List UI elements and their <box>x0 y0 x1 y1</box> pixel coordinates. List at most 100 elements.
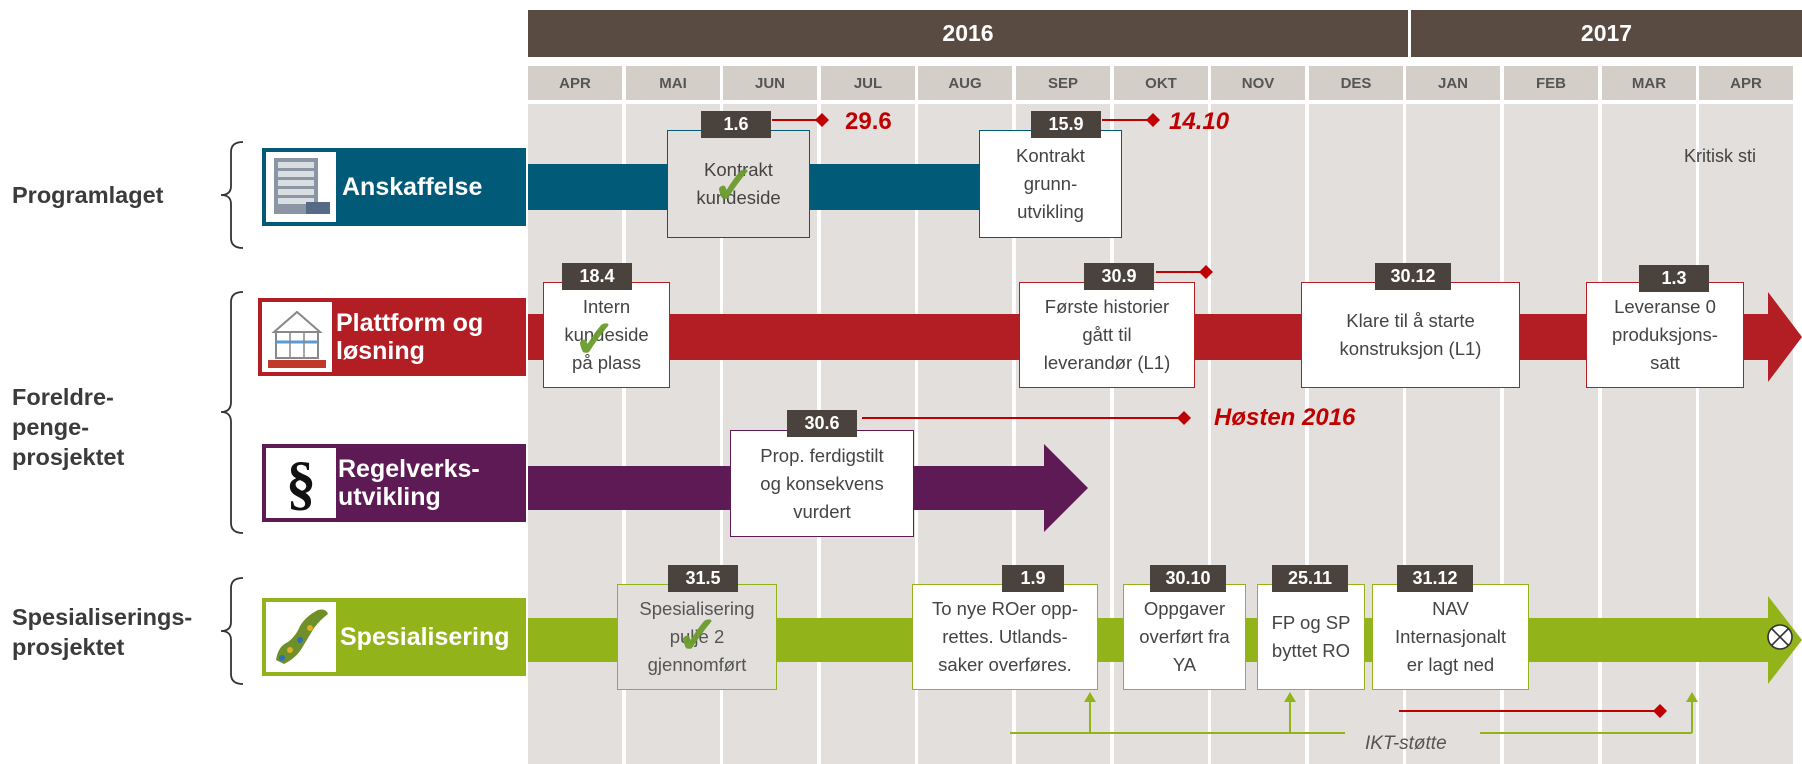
group-label-spesialisering: Spesialiserings- prosjektet <box>12 602 192 662</box>
group-label-line: penge- <box>12 414 90 440</box>
month-header: DES <box>1309 66 1403 100</box>
check-icon: ✓ <box>573 311 617 369</box>
deadline-text: Høsten 2016 <box>1214 404 1356 431</box>
deadline-text: 14.10 <box>1169 108 1230 135</box>
check-icon: ✓ <box>676 607 720 665</box>
milestone-line: FP og SP <box>1271 612 1351 633</box>
milestone-line: kundeside <box>564 324 649 345</box>
end-marker-icon <box>1767 624 1793 650</box>
platform-icon <box>262 302 332 372</box>
month-header: OKT <box>1114 66 1208 100</box>
group-label-line: Spesialiserings- <box>12 604 193 630</box>
month-header: NOV <box>1211 66 1305 100</box>
milestone-line: To nye ROer opp- <box>931 598 1078 619</box>
group-label-foreldrepenge: Foreldre- penge- prosjektet <box>12 382 124 472</box>
track-label-plattform: Plattform og løsning <box>258 298 526 376</box>
date-tag: 30.6 <box>787 410 857 437</box>
milestone-box: Kontrakt grunn-utvikling <box>979 130 1122 238</box>
norway-map-icon <box>266 602 336 672</box>
check-icon: ✓ <box>712 157 756 215</box>
month-header: FEB <box>1504 66 1598 100</box>
track-label-text: Anskaffelse <box>342 172 483 201</box>
milestone-line: gjennomført <box>647 654 747 675</box>
date-tag: 31.12 <box>1397 565 1473 592</box>
milestone-line: Kontrakt <box>704 159 773 180</box>
brace-spesialisering <box>220 577 244 685</box>
month-header: APR <box>1699 66 1793 100</box>
group-label-line: prosjektet <box>12 634 125 660</box>
brace-foreldrepenge <box>220 291 244 534</box>
date-tag: 1.9 <box>1002 565 1064 592</box>
milestone-line: produksjons- <box>1612 324 1718 345</box>
month-header: MAI <box>626 66 720 100</box>
group-label-programlaget: Programlaget <box>12 182 164 208</box>
paragraph-icon: § <box>266 448 336 518</box>
milestone-line: grunn- <box>1023 173 1078 194</box>
milestone-line: Oppgaver <box>1143 598 1226 619</box>
milestone-line: Kontrakt <box>1016 145 1085 166</box>
month-header: JAN <box>1406 66 1500 100</box>
track-label-text: Regelverks- <box>338 455 480 483</box>
milestone-line: overført fra <box>1139 626 1230 647</box>
milestone-box: To nye ROer opp-rettes. Utlands-saker ov… <box>912 584 1098 690</box>
milestone-line: vurdert <box>793 500 851 522</box>
track-label-spesialisering: Spesialisering <box>262 598 526 676</box>
track-label-regelverk: § Regelverks- utvikling <box>262 444 526 522</box>
month-header: SEP <box>1016 66 1110 100</box>
milestone-box: Første historier gått til leverandør (L1) <box>1019 282 1195 388</box>
date-tag: 30.9 <box>1084 263 1154 290</box>
month-header: JUN <box>723 66 817 100</box>
date-tag: 15.9 <box>1031 111 1101 138</box>
milestone-box: Leveranse 0 produksjons-satt <box>1586 282 1744 388</box>
milestone-line: og konsekvens <box>760 472 884 494</box>
milestone-line: Leveranse 0 <box>1614 296 1716 317</box>
month-header: AUG <box>918 66 1012 100</box>
milestone-line: byttet RO <box>1271 640 1351 661</box>
milestone-box: Klare til å starte konstruksjon (L1) <box>1301 282 1520 388</box>
group-label-line: Foreldre- <box>12 384 114 410</box>
milestone-line: YA <box>1172 654 1197 675</box>
month-header: MAR <box>1602 66 1696 100</box>
brace-programlaget <box>220 141 244 249</box>
date-tag: 30.12 <box>1375 263 1451 290</box>
milestone-line: på plass <box>572 352 641 373</box>
date-tag: 1.3 <box>1639 265 1709 292</box>
track-label-anskaffelse: Anskaffelse <box>262 148 526 226</box>
date-tag: 30.10 <box>1150 565 1226 592</box>
legend-kritisk-sti: Kritisk sti <box>1684 146 1756 166</box>
group-label-line: prosjektet <box>12 444 125 470</box>
milestone-line: NAV <box>1432 598 1469 619</box>
milestone-line: Klare til å starte <box>1346 310 1475 331</box>
milestone-line: satt <box>1650 352 1680 373</box>
year-header-2016: 2016 <box>528 10 1408 57</box>
milestone-line: saker overføres. <box>938 654 1072 675</box>
milestone-line: gått til <box>1082 324 1132 345</box>
ikt-stotte-label: IKT-støtte <box>1365 733 1447 754</box>
milestone-box: Prop. ferdigstilt og konsekvens vurdert <box>730 430 914 537</box>
milestone-line: Internasjonalt <box>1394 626 1507 647</box>
milestone-line: pulje 2 <box>669 626 725 647</box>
date-tag: 25.11 <box>1272 565 1348 592</box>
milestone-line: konstruksjon (L1) <box>1339 338 1482 359</box>
track-label-text: løsning <box>336 337 425 365</box>
track-label-text: Spesialisering <box>340 622 510 651</box>
milestone-line: leverandør (L1) <box>1043 352 1171 373</box>
year-label: 2016 <box>942 20 994 46</box>
track-label-text: Plattform og <box>336 309 484 337</box>
deadline-text: 29.6 <box>845 108 892 135</box>
month-header: JUL <box>821 66 915 100</box>
milestone-line: Første historier <box>1044 296 1170 317</box>
year-header-2017: 2017 <box>1411 10 1802 57</box>
milestone-line: rettes. Utlands- <box>942 626 1068 647</box>
milestone-line: utvikling <box>1017 201 1084 222</box>
track-label-text: utvikling <box>338 483 441 511</box>
milestone-line: Prop. ferdigstilt <box>760 444 884 466</box>
year-label: 2017 <box>1580 20 1633 46</box>
